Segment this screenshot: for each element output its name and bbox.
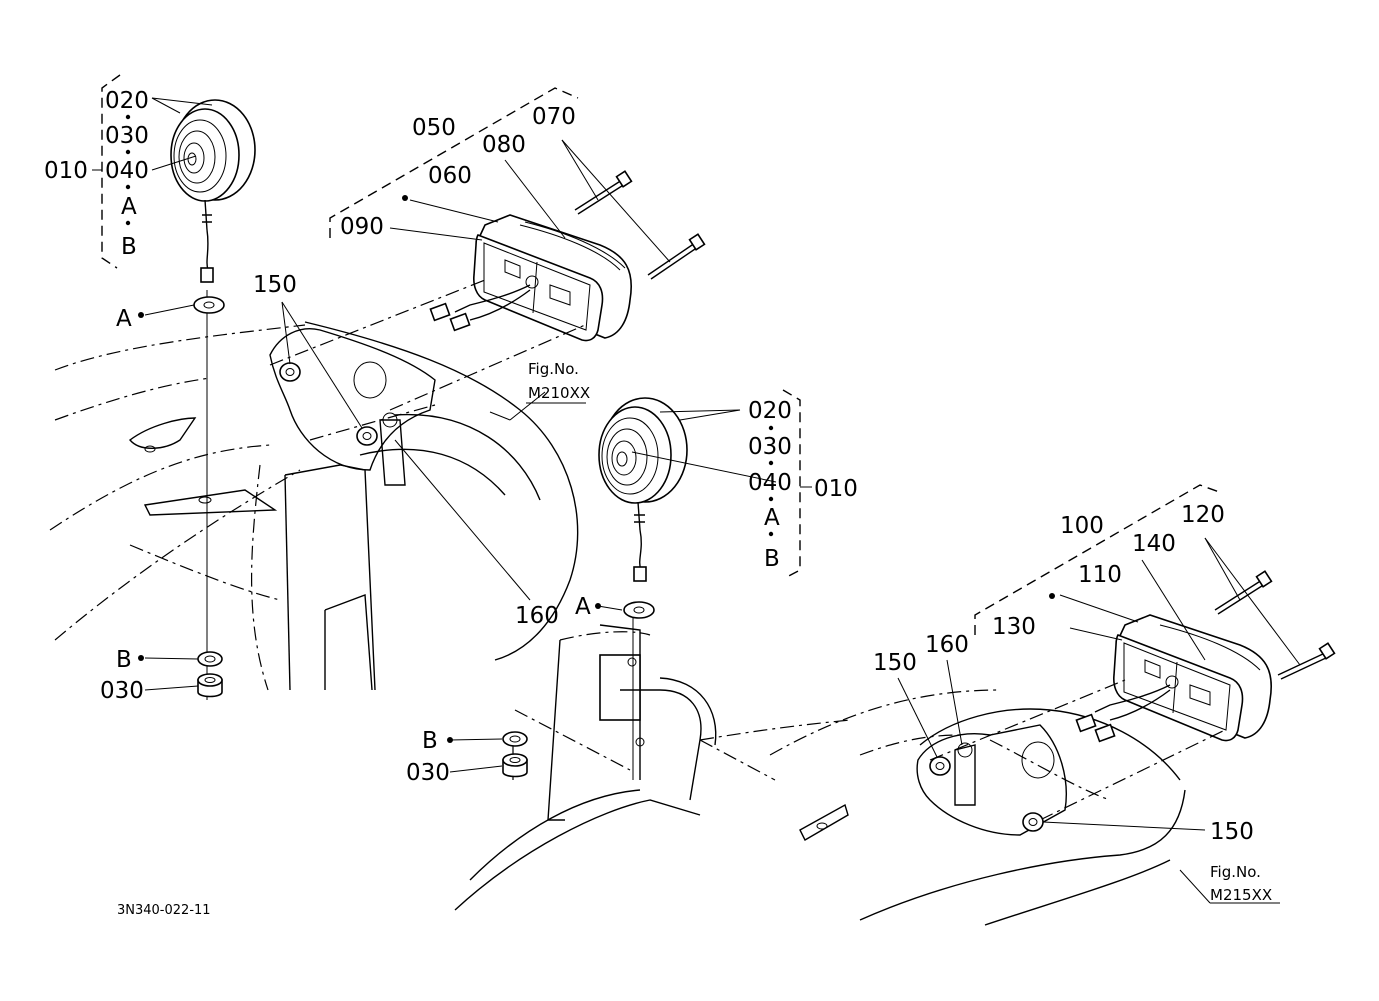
center-item-b: B (764, 546, 780, 572)
left-fender-structure (49, 321, 579, 691)
center-item-040: 040 (748, 470, 792, 496)
center-spring-washer-b-label: B (422, 728, 438, 754)
left-nut-030 (197, 673, 223, 698)
center-group-bracket (782, 389, 801, 579)
lower-nut-150-right (1022, 812, 1044, 832)
upper-bolt-070: 070 (532, 104, 576, 130)
left-nut-030-label: 030 (100, 678, 144, 704)
center-item-030: 030 (748, 434, 792, 460)
right-fender-structure (769, 689, 1186, 926)
left-spring-washer-b (197, 651, 223, 667)
left-item-030: 030 (105, 123, 149, 149)
lower-group-100: 100 (1060, 513, 1104, 539)
upper-nut-150b (356, 426, 378, 446)
upper-lens-080: 080 (482, 132, 526, 158)
left-washer-a (193, 296, 225, 314)
lower-plate-160-label: 160 (925, 632, 969, 658)
center-washer-a-label: A (575, 594, 591, 620)
drawing-code: 3N340-022-11 (117, 903, 211, 918)
left-spring-washer-b-label: B (116, 647, 132, 673)
fig-ref-2-number: M215XX (1210, 886, 1272, 904)
lower-bolt-120: 120 (1181, 502, 1225, 528)
lower-nut-150-right-label: 150 (1210, 819, 1254, 845)
upper-bulb-090: 090 (340, 214, 384, 240)
center-round-lamp (598, 397, 688, 582)
lower-lamp-bracket (974, 484, 1223, 635)
center-item-020: 020 (748, 398, 792, 424)
fig-ref-1-number: M210XX (528, 384, 590, 402)
left-group-bracket (101, 74, 121, 269)
fig-ref-2-label: Fig.No. (1210, 863, 1261, 881)
lower-bulb-130: 130 (992, 614, 1036, 640)
lower-body-110: 110 (1078, 562, 1122, 588)
center-nut-030-label: 030 (406, 760, 450, 786)
upper-rear-lamp (269, 170, 706, 411)
left-group-010: 010 (44, 158, 88, 184)
center-spring-washer-b (502, 731, 528, 747)
upper-group-050: 050 (412, 115, 456, 141)
left-item-040: 040 (105, 158, 149, 184)
upper-body-060: 060 (428, 163, 472, 189)
leader-lines (92, 97, 1301, 904)
center-washer-a (623, 601, 655, 619)
lower-nut-150-left-label: 150 (873, 650, 917, 676)
upper-lamp-bracket (329, 87, 579, 238)
left-round-lamp (170, 99, 256, 700)
left-item-020: 020 (105, 88, 149, 114)
upper-nut-150-label: 150 (253, 272, 297, 298)
lower-nut-150-left (929, 756, 951, 776)
lower-rear-lamp (929, 570, 1336, 821)
center-group-010: 010 (814, 476, 858, 502)
left-item-b: B (121, 234, 137, 260)
bullet-dots (125, 114, 1055, 743)
center-item-a: A (764, 505, 780, 531)
left-item-a: A (121, 194, 137, 220)
left-washer-a-label: A (116, 306, 132, 332)
fig-ref-1-label: Fig.No. (528, 360, 579, 378)
center-nut-030 (502, 753, 528, 778)
lower-lens-140: 140 (1132, 531, 1176, 557)
upper-plate-160-label: 160 (515, 603, 559, 629)
upper-nut-150 (279, 362, 301, 382)
